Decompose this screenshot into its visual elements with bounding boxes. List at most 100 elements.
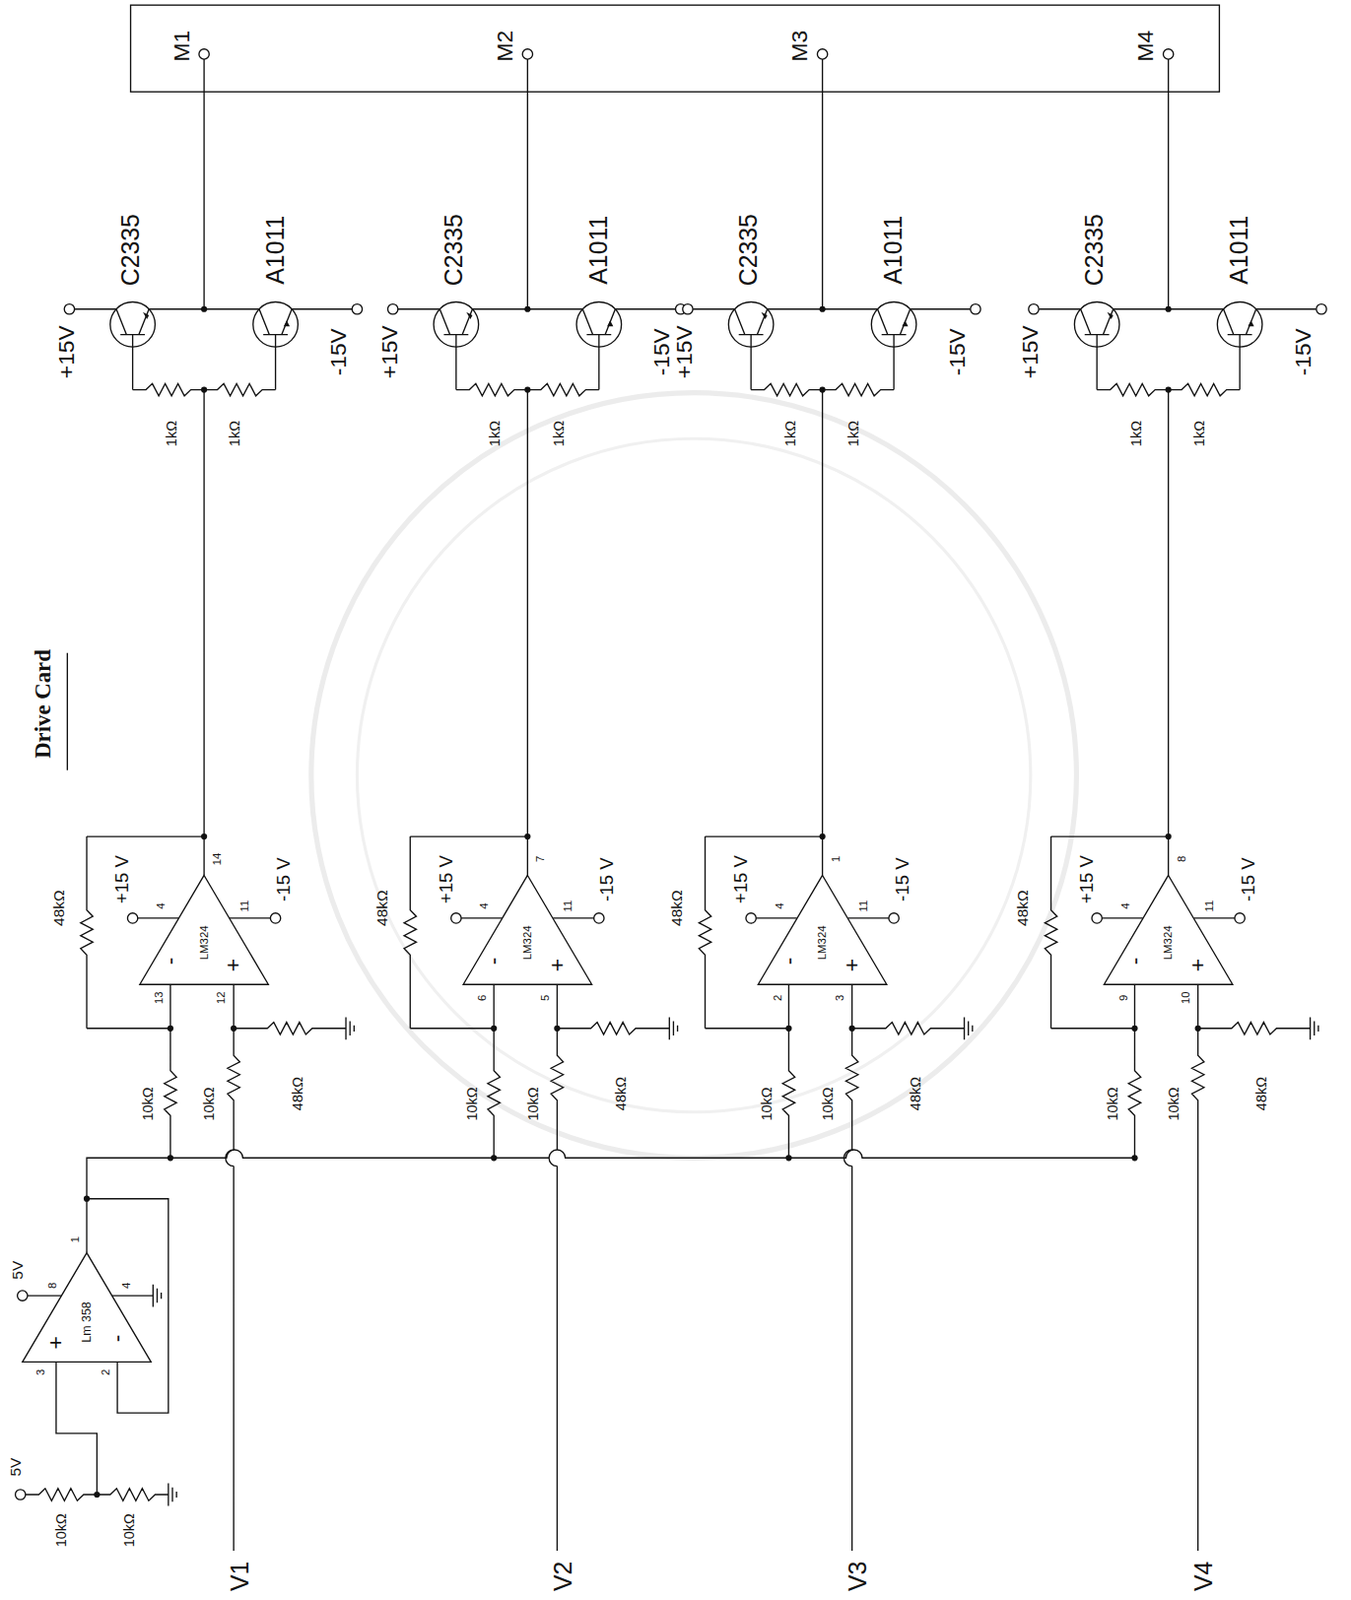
- op-amp-lm324: -+LM324: [139, 875, 269, 985]
- resistor-value: 1kΩ: [1191, 420, 1206, 447]
- pin-number: 7: [535, 856, 546, 863]
- pin-number: 4: [1119, 902, 1131, 909]
- transistor-part: A1011: [263, 215, 288, 285]
- terminal: [387, 304, 398, 315]
- pin-number: 11: [1203, 900, 1215, 913]
- op-amp-lm324: -+LM324: [757, 875, 886, 985]
- junction-dot: [1165, 833, 1172, 840]
- resistor-value: 10kΩ: [1166, 1086, 1181, 1121]
- junction-dot: [490, 1154, 497, 1161]
- junction-dot: [785, 1025, 792, 1032]
- op-amp-outline: [757, 875, 886, 985]
- junction-dot: [524, 833, 531, 840]
- pin-number: 1: [829, 856, 841, 863]
- resistor-value: 1kΩ: [227, 420, 242, 447]
- op-amp-lm358: +-Lm 358: [22, 1253, 151, 1363]
- transistor-part: C2335: [737, 213, 762, 286]
- resistor-value: 1kΩ: [782, 420, 797, 447]
- terminal: [1028, 304, 1039, 315]
- resistor-value: 1kΩ: [164, 420, 179, 447]
- op-amp-lm324: -+LM324: [1103, 875, 1232, 985]
- resistor-value: 10kΩ: [820, 1086, 835, 1121]
- resistor-value: 10kΩ: [1104, 1086, 1119, 1121]
- supply-label: +15V: [55, 325, 78, 379]
- terminal: [970, 304, 981, 315]
- supply-label: -15V: [651, 328, 675, 376]
- pin-number: 4: [121, 1283, 133, 1289]
- terminal: [1316, 304, 1327, 315]
- resistor-value: 48kΩ: [374, 889, 391, 927]
- op-amp-outline: [463, 875, 592, 985]
- part-number: LM324: [522, 925, 534, 960]
- supply-label: -15 V: [598, 857, 617, 902]
- terminal: [682, 304, 693, 315]
- supply-label: -15 V: [892, 857, 912, 902]
- op-amp-outline: [1103, 875, 1232, 985]
- pin-number: 4: [773, 902, 785, 909]
- op-amp-outline: [22, 1253, 151, 1363]
- pin-number: 8: [47, 1283, 59, 1289]
- pin-number: 2: [100, 1369, 112, 1376]
- supply-label: -15 V: [1238, 857, 1258, 902]
- resistor-value: 10kΩ: [525, 1086, 540, 1121]
- part-number: LM324: [1162, 925, 1174, 960]
- supply-label: -15V: [327, 328, 350, 376]
- pin-number: 2: [771, 995, 783, 1002]
- junction-dot: [83, 1196, 90, 1203]
- input-sign: -: [106, 1335, 130, 1344]
- terminal: [522, 49, 533, 60]
- supply-label: +15V: [1018, 325, 1042, 379]
- part-number: Lm 358: [80, 1301, 93, 1343]
- terminal: [888, 913, 899, 924]
- junction-dot: [1165, 306, 1172, 313]
- junction-dot: [1131, 1154, 1138, 1161]
- junction-dot: [167, 1025, 174, 1032]
- junction-dot: [490, 1025, 497, 1032]
- pin-number: 8: [1175, 856, 1187, 863]
- terminal: [351, 304, 362, 315]
- input-sign: -: [482, 957, 506, 966]
- transistor-part: C2335: [118, 213, 143, 286]
- terminal: [199, 49, 209, 60]
- junction-dot: [1165, 386, 1172, 393]
- input-sign: -: [777, 957, 801, 966]
- junction-dot: [524, 386, 531, 393]
- terminal: [15, 1489, 26, 1500]
- pin-number: 9: [1117, 995, 1129, 1002]
- motor-connector-box: [131, 4, 1220, 92]
- watermark-seal: [311, 393, 1078, 1159]
- input-sign: +: [840, 958, 864, 972]
- terminal-name: M4: [1134, 30, 1157, 63]
- terminal: [816, 49, 827, 60]
- pin-number: 10: [1180, 991, 1192, 1005]
- resistor-value: 10kΩ: [121, 1513, 136, 1548]
- junction-dot: [167, 1154, 174, 1161]
- op-amp-lm324: -+LM324: [463, 875, 592, 985]
- pin-number: 12: [215, 991, 227, 1005]
- junction-dot: [201, 833, 207, 840]
- junction-dot: [785, 1154, 792, 1161]
- junction-dot: [1195, 1025, 1202, 1032]
- resistor-value: 1kΩ: [1128, 420, 1143, 447]
- transistor-part: A1011: [1227, 215, 1253, 285]
- junction-dot: [1131, 1025, 1138, 1032]
- terminal-name: M2: [493, 30, 517, 63]
- signal-name: V2: [550, 1561, 576, 1592]
- junction-dot: [201, 386, 207, 393]
- resistor-value: 10kΩ: [758, 1086, 773, 1121]
- title: Drive Card: [31, 649, 55, 759]
- terminal-name: M3: [788, 30, 811, 63]
- junction-dot: [201, 306, 207, 313]
- pin-number: 5: [539, 995, 550, 1002]
- junction-dot: [819, 306, 826, 313]
- supply-label: +15V: [378, 325, 402, 379]
- pin-number: 14: [211, 853, 223, 867]
- pin-number: 1: [69, 1236, 81, 1243]
- terminal: [64, 304, 74, 315]
- supply-label: +15 V: [436, 855, 456, 904]
- terminal: [1234, 913, 1245, 924]
- resistor-value: 1kΩ: [487, 420, 502, 447]
- supply-label: 5V: [9, 1261, 26, 1281]
- junction-dot: [524, 306, 531, 313]
